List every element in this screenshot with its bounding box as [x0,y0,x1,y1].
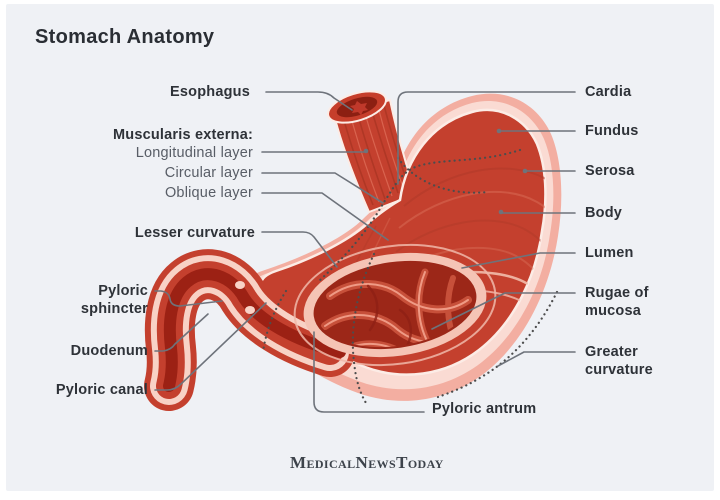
leader-dots [363,128,528,215]
label-rugae-of-mucosa: Rugae of mucosa [585,285,649,319]
label-pyloric-sphincter: Pyloric sphincter [80,283,148,317]
sphincter-dash [261,289,288,354]
leader-pyloric-sphincter [154,290,223,307]
leader-lumen [461,252,576,269]
esophagus-lumen-star [350,101,368,115]
label-fundus: Fundus [585,123,639,139]
leader-cardia [397,91,576,185]
leader-lines [154,91,576,413]
label-longitudinal-layer: Longitudinal layer [135,145,253,161]
label-body: Body [585,205,623,221]
greater-curvature-dash [436,290,559,399]
label-circular-layer: Circular layer [164,165,253,181]
leader-lesser-curvature [261,231,338,268]
label-greater-curvature: Greater curvature [585,344,653,378]
brand-logo: MedicalNewsToday [290,453,444,472]
label-cardia: Cardia [585,84,632,100]
label-pyloric-antrum: Pyloric antrum [432,401,537,417]
cardia-cross-dash [396,156,490,194]
cardia-lesser-dash [316,148,522,284]
pyloric-sphincter-pinch [235,281,245,289]
leader-rugae [431,292,576,330]
label-pyloric-canal: Pyloric canal [55,382,148,398]
pyloric-sphincter-pinch [245,306,255,314]
leader-esophagus [265,91,353,111]
label-oblique-layer: Oblique layer [164,185,253,201]
leader-circular [261,172,384,204]
label-muscularis-externa: Muscularis externa: [113,127,253,143]
leader-oblique [261,192,389,241]
label-duodenum: Duodenum [70,343,148,359]
leader-pyloric-canal [154,302,267,391]
label-esophagus: Esophagus [170,84,250,100]
antrum-dash [351,252,376,408]
label-lumen: Lumen [585,245,634,261]
label-serosa: Serosa [585,163,635,179]
leader-pyloric-antrum [313,331,425,413]
label-lesser-curvature: Lesser curvature [134,225,255,241]
page-title: Stomach Anatomy [35,26,215,48]
leader-greater-curvature [497,351,576,367]
boundary-dashes [261,148,559,408]
leader-duodenum [154,313,209,352]
